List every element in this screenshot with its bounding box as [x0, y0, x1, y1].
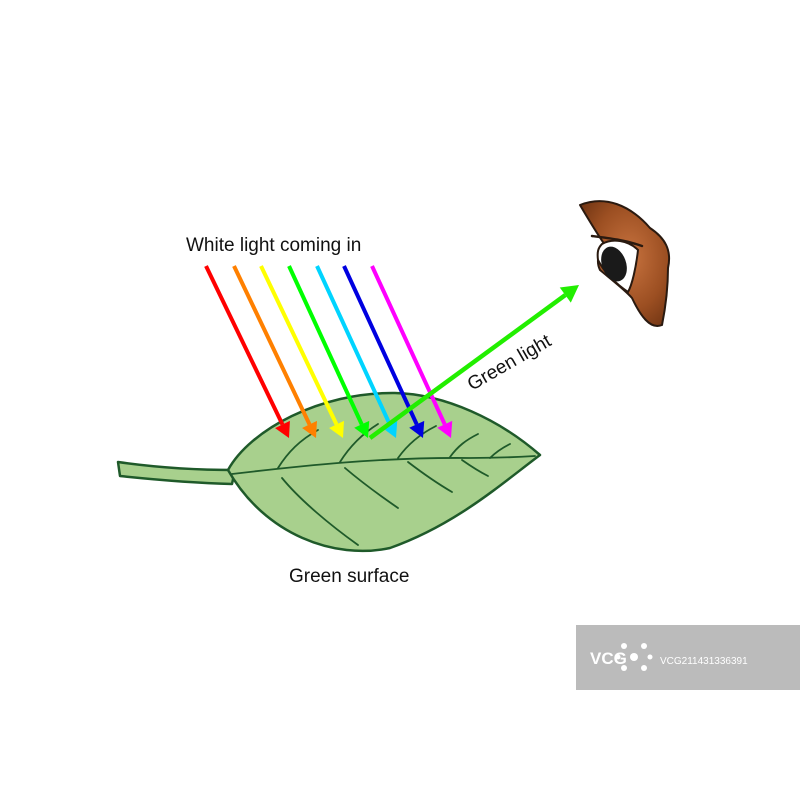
incoming-ray-green: [287, 265, 370, 438]
reflected-ray-green: [368, 285, 579, 440]
watermark-logo-mark: [615, 643, 653, 671]
eye-iris: [601, 246, 627, 282]
watermark-id: VCG211431336391: [660, 656, 748, 667]
incoming-ray-blue: [342, 265, 425, 438]
incoming-ray-cyan: [315, 265, 398, 438]
leaf: [116, 391, 542, 553]
incoming-ray-magenta: [370, 265, 453, 438]
watermark-logo: VCG: [590, 649, 627, 668]
incoming-ray-red: [204, 265, 290, 438]
incoming-ray-yellow: [259, 265, 344, 438]
label-white-light: White light coming in: [186, 235, 361, 256]
leaf-veins: [231, 423, 536, 546]
reflected-green-ray: [368, 285, 579, 440]
eye-lid-crease: [590, 234, 644, 248]
label-green-light: Green light: [464, 330, 556, 395]
incoming-rays: [204, 265, 453, 438]
label-green-surface: Green surface: [289, 566, 409, 587]
watermark-background: [576, 625, 800, 690]
eye-icon: [579, 200, 670, 327]
leaf-blade: [226, 391, 542, 553]
incoming-ray-orange: [232, 265, 317, 438]
watermark: VCG VCG211431336391: [576, 625, 800, 690]
leaf-stem: [116, 460, 237, 486]
